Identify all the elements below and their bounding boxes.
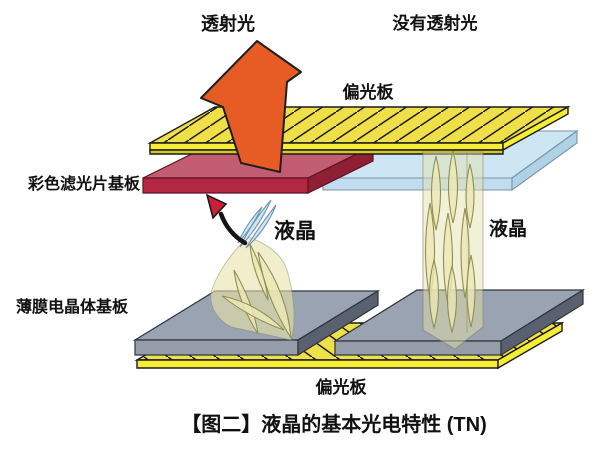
lc-vertical-molecules xyxy=(424,150,476,335)
lc-top-molecules-blue xyxy=(237,199,277,249)
top-polarizer-side-face xyxy=(502,105,569,152)
label-transmitted-light: 透射光 xyxy=(201,13,255,34)
label-color-filter-substrate: 彩色滤光片基板 xyxy=(27,174,141,193)
glass-plate-front-face xyxy=(322,177,513,191)
label-liquid-crystal-left: 液晶 xyxy=(274,219,316,243)
label-polarizer-bottom: 偏光板 xyxy=(316,377,368,397)
tft-left-front-face xyxy=(134,339,299,356)
figure-caption: 【图二】液晶的基本光电特性 (TN) xyxy=(181,412,487,436)
lc-molecules-left xyxy=(210,199,295,341)
color-filter-front-face xyxy=(142,177,309,194)
top-polarizer-plate xyxy=(147,105,571,155)
lc-twisted-molecules xyxy=(221,243,292,339)
color-filter-side-face xyxy=(307,145,374,194)
bottom-polarizer-front-face xyxy=(136,359,499,369)
lc-molecules-right xyxy=(422,150,484,350)
top-polarizer-front-face xyxy=(149,142,504,151)
tft-plate-right xyxy=(332,288,586,357)
bottom-polarizer-side-face xyxy=(497,321,563,370)
label-polarizer-top: 偏光板 xyxy=(343,82,395,102)
tft-right-side-face xyxy=(500,288,584,357)
twist-arrow-shaft xyxy=(218,211,248,246)
tft-right-front-face xyxy=(334,340,502,356)
label-liquid-crystal-right: 液晶 xyxy=(489,217,527,240)
tft-left-side-face xyxy=(297,289,379,357)
label-no-transmitted-light: 没有透射光 xyxy=(393,13,478,33)
label-tft-substrate: 薄膜电晶体基板 xyxy=(16,297,129,316)
lc-fan-cone xyxy=(210,236,295,341)
curved-arrow-icon xyxy=(205,193,248,246)
top-polarizer-hatch xyxy=(147,106,571,144)
glass-plate-side-face xyxy=(511,129,578,192)
twist-arrow-head xyxy=(205,193,228,220)
up-arrow-icon xyxy=(200,40,302,173)
